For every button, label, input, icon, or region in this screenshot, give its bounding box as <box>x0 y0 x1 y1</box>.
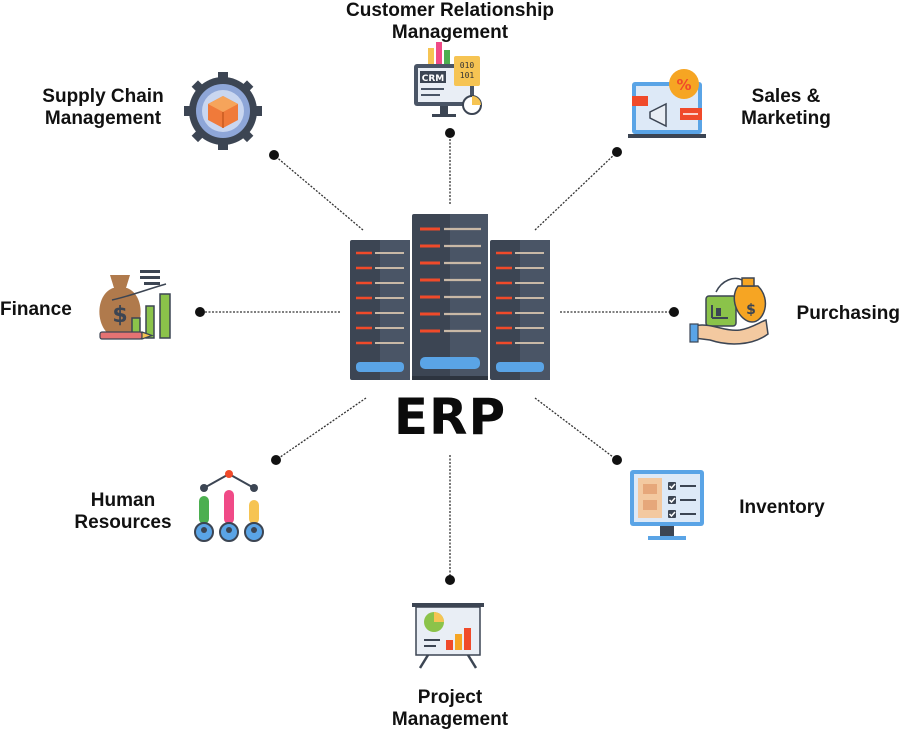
label-finance-line1: Finance <box>0 299 72 320</box>
connector-inventory <box>534 397 618 461</box>
connectors <box>200 133 674 580</box>
label-crm: Customer Relationship Management <box>330 0 570 44</box>
label-inventory: Inventory <box>724 497 840 519</box>
label-pm: Project Management <box>360 687 540 731</box>
dot-inventory <box>612 455 622 465</box>
svg-text:$: $ <box>112 303 127 328</box>
people-hierarchy-icon <box>194 470 264 542</box>
erp-title: ERP <box>393 388 507 446</box>
dot-finance <box>195 307 205 317</box>
label-purchasing: Purchasing <box>782 303 900 325</box>
label-sales-line2: Marketing <box>741 108 831 129</box>
inventory-monitor-checklist-icon <box>630 470 704 540</box>
server-center <box>412 214 488 380</box>
label-scm-line2: Management <box>44 108 162 129</box>
presentation-board-icon <box>412 603 484 669</box>
dot-crm <box>445 128 455 138</box>
money-bag-chart-icon: $ <box>99 270 171 340</box>
supply-chain-gear-icon <box>184 72 262 150</box>
marketing-laptop-icon: % <box>628 69 706 138</box>
connector-dots <box>195 128 679 585</box>
dot-sales <box>612 147 622 157</box>
svg-text:CRM: CRM <box>422 74 445 84</box>
label-hr: Human Resources <box>64 490 182 534</box>
server-right <box>490 240 550 380</box>
label-hr-line1: Human <box>90 490 156 511</box>
hand-money-bag-icon: $ <box>689 277 769 345</box>
label-crm-line2: Management <box>391 22 509 43</box>
dot-pm <box>445 575 455 585</box>
svg-text:101: 101 <box>460 71 475 80</box>
connector-sales <box>534 151 618 231</box>
label-inventory-line1: Inventory <box>739 497 825 518</box>
label-sales-line1: Sales & <box>751 86 821 107</box>
server-left <box>350 240 410 380</box>
dot-hr <box>271 455 281 465</box>
svg-text:%: % <box>676 76 691 94</box>
server-rack-icon <box>350 214 550 380</box>
svg-text:$: $ <box>746 302 756 318</box>
connector-hr <box>275 397 367 461</box>
connector-scm <box>273 154 364 231</box>
label-crm-line1: Customer Relationship <box>346 0 554 21</box>
label-pm-line1: Project <box>417 687 483 708</box>
label-hr-line2: Resources <box>74 512 172 533</box>
label-scm: Supply Chain Management <box>28 86 178 130</box>
crm-monitor-icon: CRM 010 101 <box>414 42 482 117</box>
svg-text:010: 010 <box>460 61 475 70</box>
label-purchasing-line1: Purchasing <box>796 303 900 324</box>
label-sales: Sales & Marketing <box>722 86 850 130</box>
label-pm-line2: Management <box>391 709 509 730</box>
label-finance: Finance <box>0 299 80 321</box>
dot-scm <box>269 150 279 160</box>
label-scm-line1: Supply Chain <box>42 86 164 107</box>
dot-purchasing <box>669 307 679 317</box>
